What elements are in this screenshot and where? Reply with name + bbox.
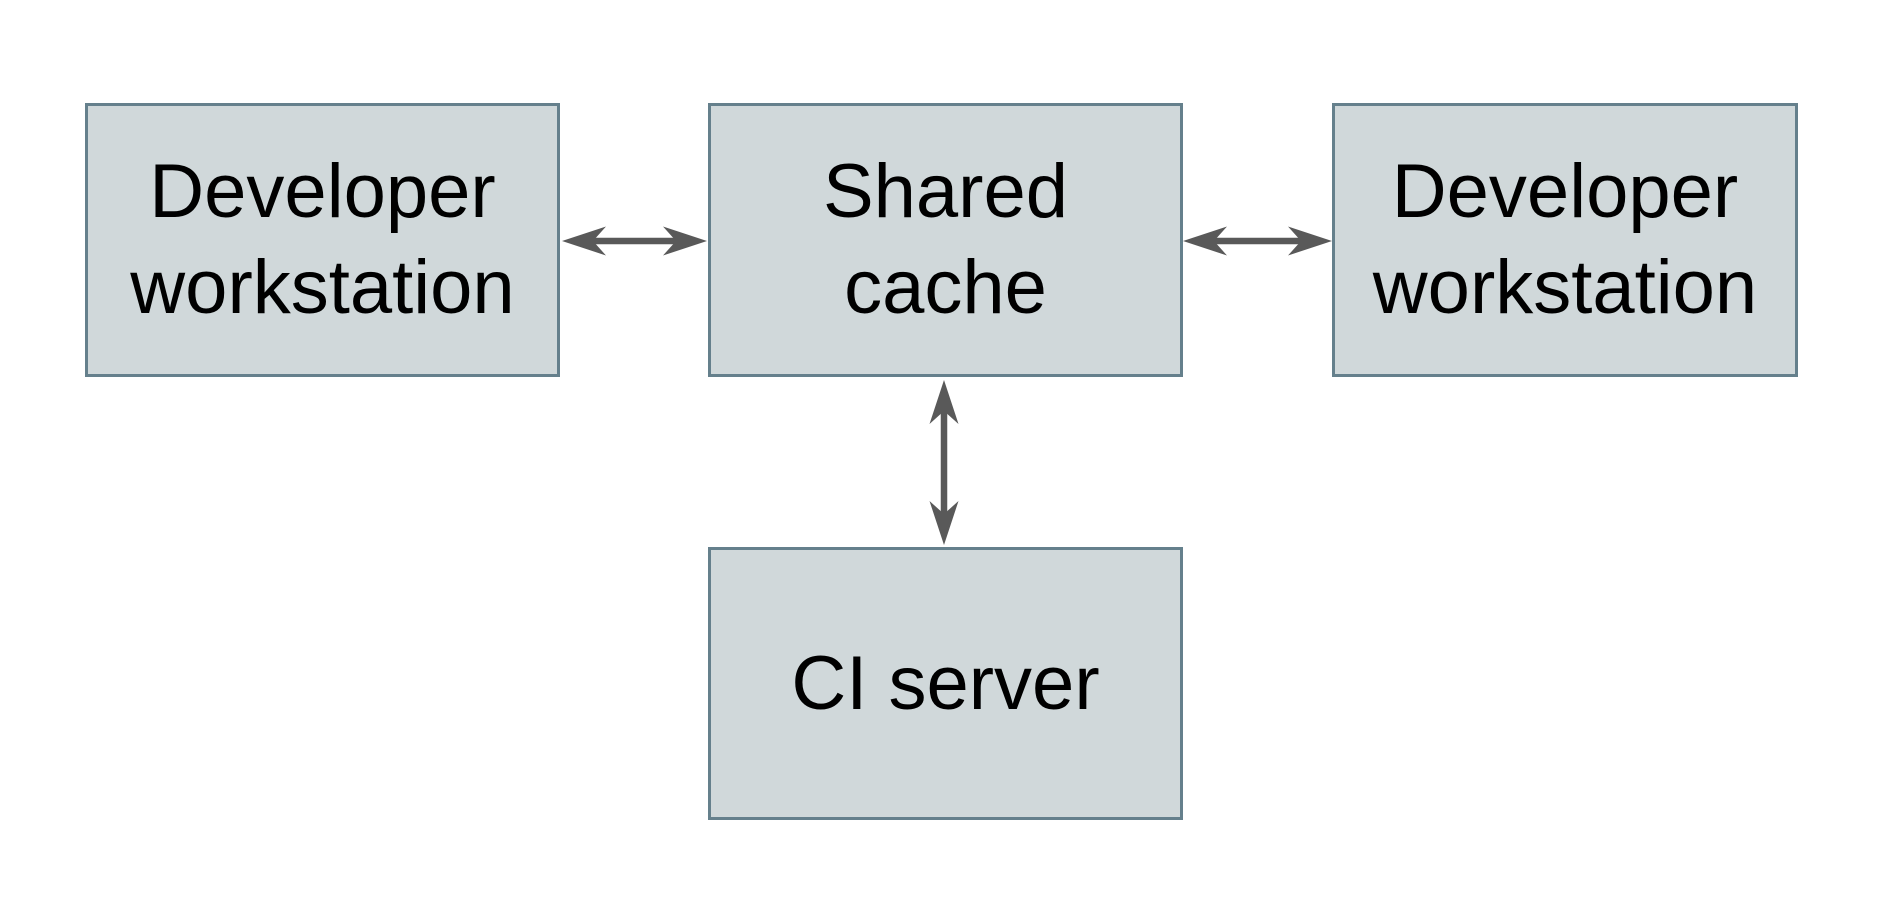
node-ci-server: CI server (708, 547, 1183, 820)
double-arrow-icon-devleft-cache (562, 226, 707, 256)
double-arrow-icon-cache-devright (1183, 226, 1332, 256)
node-developer-workstation-left: Developer workstation (85, 103, 560, 377)
node-developer-workstation-right-label: Developer workstation (1372, 149, 1758, 330)
node-developer-workstation-right: Developer workstation (1332, 103, 1798, 377)
node-ci-server-label: CI server (791, 640, 1100, 726)
node-developer-workstation-left-label: Developer workstation (130, 149, 515, 330)
node-shared-cache-label: Shared cache (822, 149, 1069, 330)
double-arrow-icon-cache-ciserver (929, 380, 959, 545)
node-shared-cache: Shared cache (708, 103, 1183, 377)
